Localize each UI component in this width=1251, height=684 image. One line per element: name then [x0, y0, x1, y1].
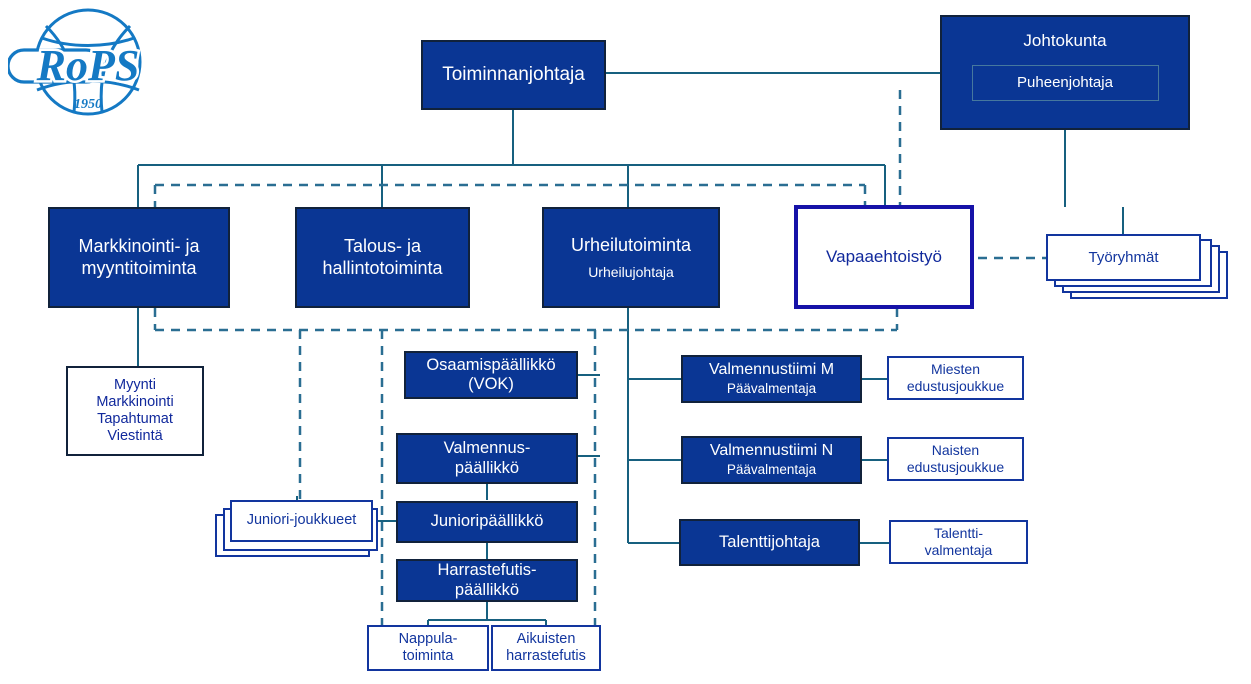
node-valmennustiimi-m-title: Valmennustiimi M: [708, 360, 835, 378]
node-valmennuspaallikko[interactable]: Valmennus- päällikkö: [396, 433, 578, 484]
node-miesten-edustusjoukkue-title: Miesten edustusjoukkue: [906, 361, 1005, 394]
node-junioripaallikko[interactable]: Junioripäällikkö: [396, 501, 578, 543]
node-valmennustiimi-m[interactable]: Valmennustiimi M Päävalmentaja: [681, 355, 862, 403]
node-talous-hallintotoiminta[interactable]: Talous- ja hallintotoiminta: [295, 207, 470, 308]
logo-wordmark: RoPS: [36, 41, 140, 90]
node-harrastefutis-title: Harrastefutis- päällikkö: [437, 561, 537, 599]
node-toiminnanjohtaja[interactable]: Toiminnanjohtaja: [421, 40, 606, 110]
node-vapaaehtoistyo[interactable]: Vapaaehtoistyö: [794, 205, 974, 309]
node-urheilutoiminta[interactable]: Urheilutoiminta Urheilujohtaja: [542, 207, 720, 308]
node-tyoryhmat[interactable]: Työryhmät: [1046, 234, 1201, 281]
node-johtokunta-puheenjohtaja[interactable]: Puheenjohtaja: [971, 65, 1159, 102]
node-johtokunta-title: Johtokunta: [1023, 31, 1107, 50]
node-naisten-edustusjoukkue[interactable]: Naisten edustusjoukkue: [887, 437, 1024, 481]
node-talenttijohtaja-title: Talenttijohtaja: [719, 532, 820, 551]
node-johtokunta[interactable]: Johtokunta Puheenjohtaja: [940, 15, 1190, 130]
node-osaamispaallikko-title: Osaamispäällikkö (VOK): [426, 355, 556, 393]
node-aikuisten-harrastefutis-title: Aikuisten harrastefutis: [506, 630, 586, 664]
node-tyoryhmat-title: Työryhmät: [1088, 248, 1159, 266]
node-nappulatoiminta-title: Nappula- toiminta: [398, 630, 458, 664]
node-valmennustiimi-n[interactable]: Valmennustiimi N Päävalmentaja: [681, 436, 862, 484]
node-myynti-title: Myynti Markkinointi Tapahtumat Viestintä: [96, 376, 174, 445]
node-juniori-joukkueet[interactable]: Juniori-joukkueet: [230, 500, 373, 542]
node-vapaaehtoistyo-title: Vapaaehtoistyö: [826, 246, 942, 266]
node-miesten-edustusjoukkue[interactable]: Miesten edustusjoukkue: [887, 356, 1024, 400]
node-toiminnanjohtaja-title: Toiminnanjohtaja: [442, 63, 585, 85]
node-talous-title: Talous- ja hallintotoiminta: [322, 236, 443, 278]
node-osaamispaallikko[interactable]: Osaamispäällikkö (VOK): [404, 351, 578, 399]
node-valmennustiimi-m-subtitle: Päävalmentaja: [726, 381, 817, 397]
node-markkinointi-myyntitoiminta[interactable]: Markkinointi- ja myyntitoiminta: [48, 207, 230, 308]
node-talentti-valmentaja[interactable]: Talentti- valmentaja: [889, 520, 1028, 564]
node-naisten-edustusjoukkue-title: Naisten edustusjoukkue: [906, 442, 1005, 475]
node-juniori-joukkueet-title: Juniori-joukkueet: [246, 512, 357, 529]
node-valmennustiimi-n-subtitle: Päävalmentaja: [726, 462, 817, 478]
node-valmennustiimi-n-title: Valmennustiimi N: [709, 441, 834, 459]
node-nappulatoiminta[interactable]: Nappula- toiminta: [367, 625, 489, 671]
node-aikuisten-harrastefutis[interactable]: Aikuisten harrastefutis: [491, 625, 601, 671]
node-harrastefutis-paallikko[interactable]: Harrastefutis- päällikkö: [396, 559, 578, 602]
node-urheilutoiminta-subtitle: Urheilujohtaja: [588, 263, 674, 280]
node-urheilutoiminta-title: Urheilutoiminta: [570, 234, 692, 255]
node-talentti-valmentaja-title: Talentti- valmentaja: [924, 525, 993, 558]
node-junioripaallikko-title: Junioripäällikkö: [430, 512, 544, 531]
node-talenttijohtaja[interactable]: Talenttijohtaja: [679, 519, 860, 566]
logo-year: 1950: [74, 97, 102, 112]
node-markkinointi-title: Markkinointi- ja myyntitoiminta: [78, 236, 200, 278]
node-valmennuspaallikko-title: Valmennus- päällikkö: [443, 439, 531, 477]
rops-logo: RoPS 1950: [8, 8, 142, 116]
node-myynti-markkinointi-tapahtumat-viestinta[interactable]: Myynti Markkinointi Tapahtumat Viestintä: [66, 366, 204, 456]
